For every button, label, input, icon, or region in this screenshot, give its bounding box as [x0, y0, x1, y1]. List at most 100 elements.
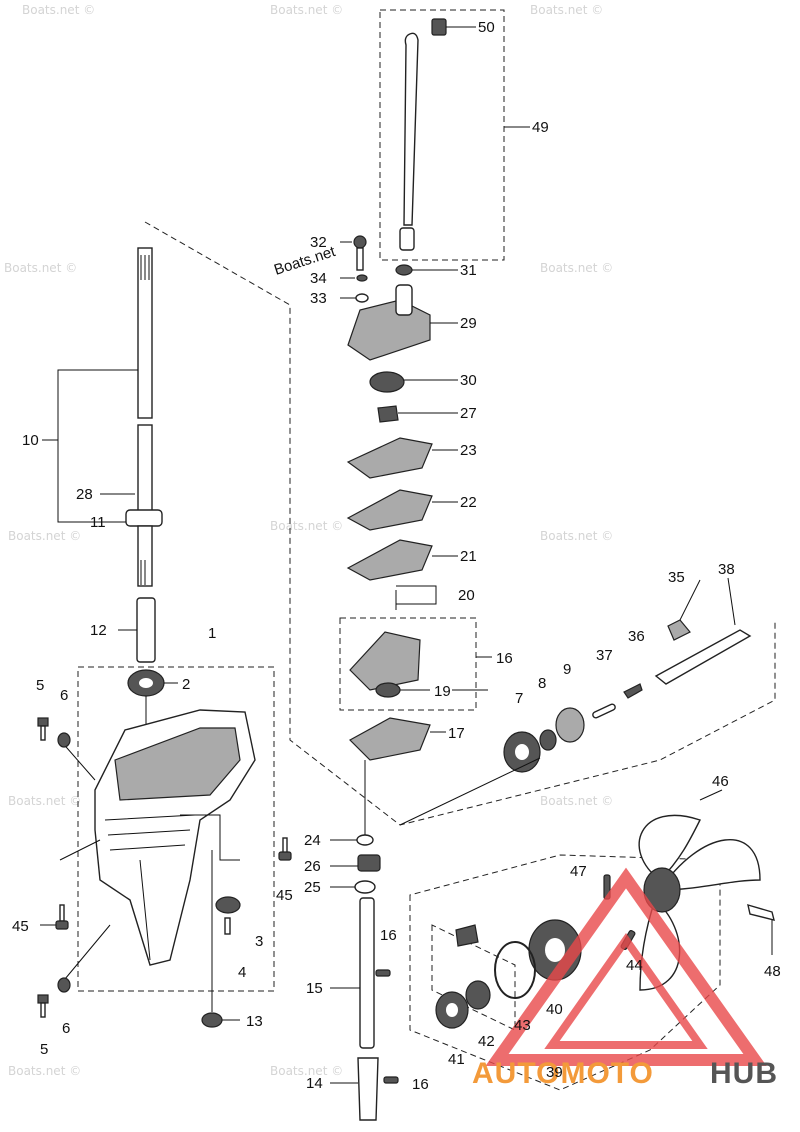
pump-plate	[346, 489, 433, 531]
cotter-pin	[747, 903, 775, 921]
screw	[37, 994, 49, 1018]
callout-20: 20	[458, 587, 475, 604]
callout-34: 34	[310, 270, 327, 287]
callout-10: 10	[22, 432, 39, 449]
brand-triangle	[485, 867, 767, 1066]
callout-5: 5	[40, 1041, 48, 1058]
watermark-text: Boats.net ©	[540, 261, 613, 275]
callout-32: 32	[310, 234, 327, 251]
callout-27: 27	[460, 405, 477, 422]
thrust-washer	[539, 729, 557, 751]
callout-12: 12	[90, 622, 107, 639]
pump-base-box	[339, 617, 477, 711]
propeller-shaft	[654, 629, 752, 685]
shift-rod-end	[399, 227, 415, 251]
watermark-text: Boats.net ©	[270, 1064, 343, 1078]
callout-26: 26	[304, 858, 321, 875]
rod-clip	[431, 18, 447, 36]
watermark-text: Boats.net ©	[8, 529, 81, 543]
bushing	[357, 854, 381, 872]
callout-43: 43	[514, 1017, 531, 1034]
callout-7: 7	[515, 690, 523, 707]
callout-2: 2	[182, 676, 190, 693]
shift-kit-outline	[431, 924, 516, 1031]
trim-tab	[201, 1012, 223, 1028]
callout-4: 4	[238, 964, 246, 981]
lock-washer	[356, 274, 368, 282]
shift-shaft	[359, 897, 375, 1049]
watermarks: Boats.net © Boats.net © Boats.net © Boat…	[4, 3, 613, 1078]
clutch-dog-clip	[667, 619, 691, 641]
o-ring	[354, 880, 376, 894]
callout-11: 11	[90, 514, 106, 531]
callout-30: 30	[460, 372, 477, 389]
pin	[383, 1076, 399, 1084]
impeller	[377, 405, 399, 423]
washer	[355, 293, 369, 303]
callout-1: 1	[208, 625, 216, 642]
shift-rod-kit-box	[379, 9, 505, 261]
spring	[623, 683, 643, 699]
screw	[55, 904, 69, 930]
callout-16: 16	[496, 650, 513, 667]
o-ring	[494, 941, 536, 999]
drive-shaft	[125, 247, 163, 587]
forward-gear	[555, 707, 585, 743]
callout-28: 28	[76, 486, 93, 503]
callout-9: 9	[563, 661, 571, 678]
side-watermark: Boats.net	[272, 243, 338, 279]
callout-21: 21	[460, 548, 477, 565]
callout-25: 25	[304, 879, 321, 896]
watermark-text: Boats.net ©	[270, 3, 343, 17]
callout-48: 48	[764, 963, 781, 980]
callout-16: 16	[412, 1076, 429, 1093]
callout-40: 40	[546, 1001, 563, 1018]
propeller	[638, 814, 761, 991]
callout-49: 49	[532, 119, 549, 136]
callout-19: 19	[434, 683, 451, 700]
pump-bolt	[353, 235, 367, 271]
impeller-insert	[369, 371, 405, 393]
callout-8: 8	[538, 675, 546, 692]
screw	[37, 717, 49, 741]
watermark-text: Boats.net ©	[8, 794, 81, 808]
oil-seal	[375, 682, 401, 698]
pump-housing	[347, 299, 431, 361]
gearcase-housing	[94, 709, 256, 966]
oil-seal	[465, 980, 491, 1010]
gasket	[346, 539, 433, 581]
o-ring	[356, 834, 374, 846]
callout-44: 44	[626, 957, 643, 974]
gasket	[349, 717, 431, 761]
callout-3: 3	[255, 933, 263, 950]
callout-17: 17	[448, 725, 465, 742]
callout-36: 36	[628, 628, 645, 645]
callout-38: 38	[718, 561, 735, 578]
callout-5: 5	[36, 677, 44, 694]
pin	[375, 969, 391, 977]
callout-23: 23	[460, 442, 477, 459]
callout-37: 37	[596, 647, 613, 664]
washer	[57, 732, 71, 748]
watermark-text: Boats.net ©	[270, 519, 343, 533]
callout-14: 14	[306, 1075, 323, 1092]
anode-screw	[224, 917, 231, 935]
watermark-text: Boats.net ©	[4, 261, 77, 275]
callout-24: 24	[304, 832, 321, 849]
watermark-text: Boats.net ©	[8, 1064, 81, 1078]
brand-text-primary: AUTOMOTO	[472, 1057, 654, 1090]
callout-6: 6	[60, 687, 68, 704]
watermark-text: Boats.net ©	[540, 529, 613, 543]
shift-cam	[357, 1057, 379, 1121]
callout-16: 16	[380, 927, 397, 944]
callout-31: 31	[460, 262, 477, 279]
callout-41: 41	[448, 1051, 465, 1068]
grommet	[395, 264, 413, 276]
callout-46: 46	[712, 773, 729, 790]
washer	[57, 977, 71, 993]
watermark-text: Boats.net ©	[540, 794, 613, 808]
brand-text-secondary: HUB	[710, 1057, 778, 1090]
callout-13: 13	[246, 1013, 263, 1030]
shift-rod	[403, 32, 419, 226]
